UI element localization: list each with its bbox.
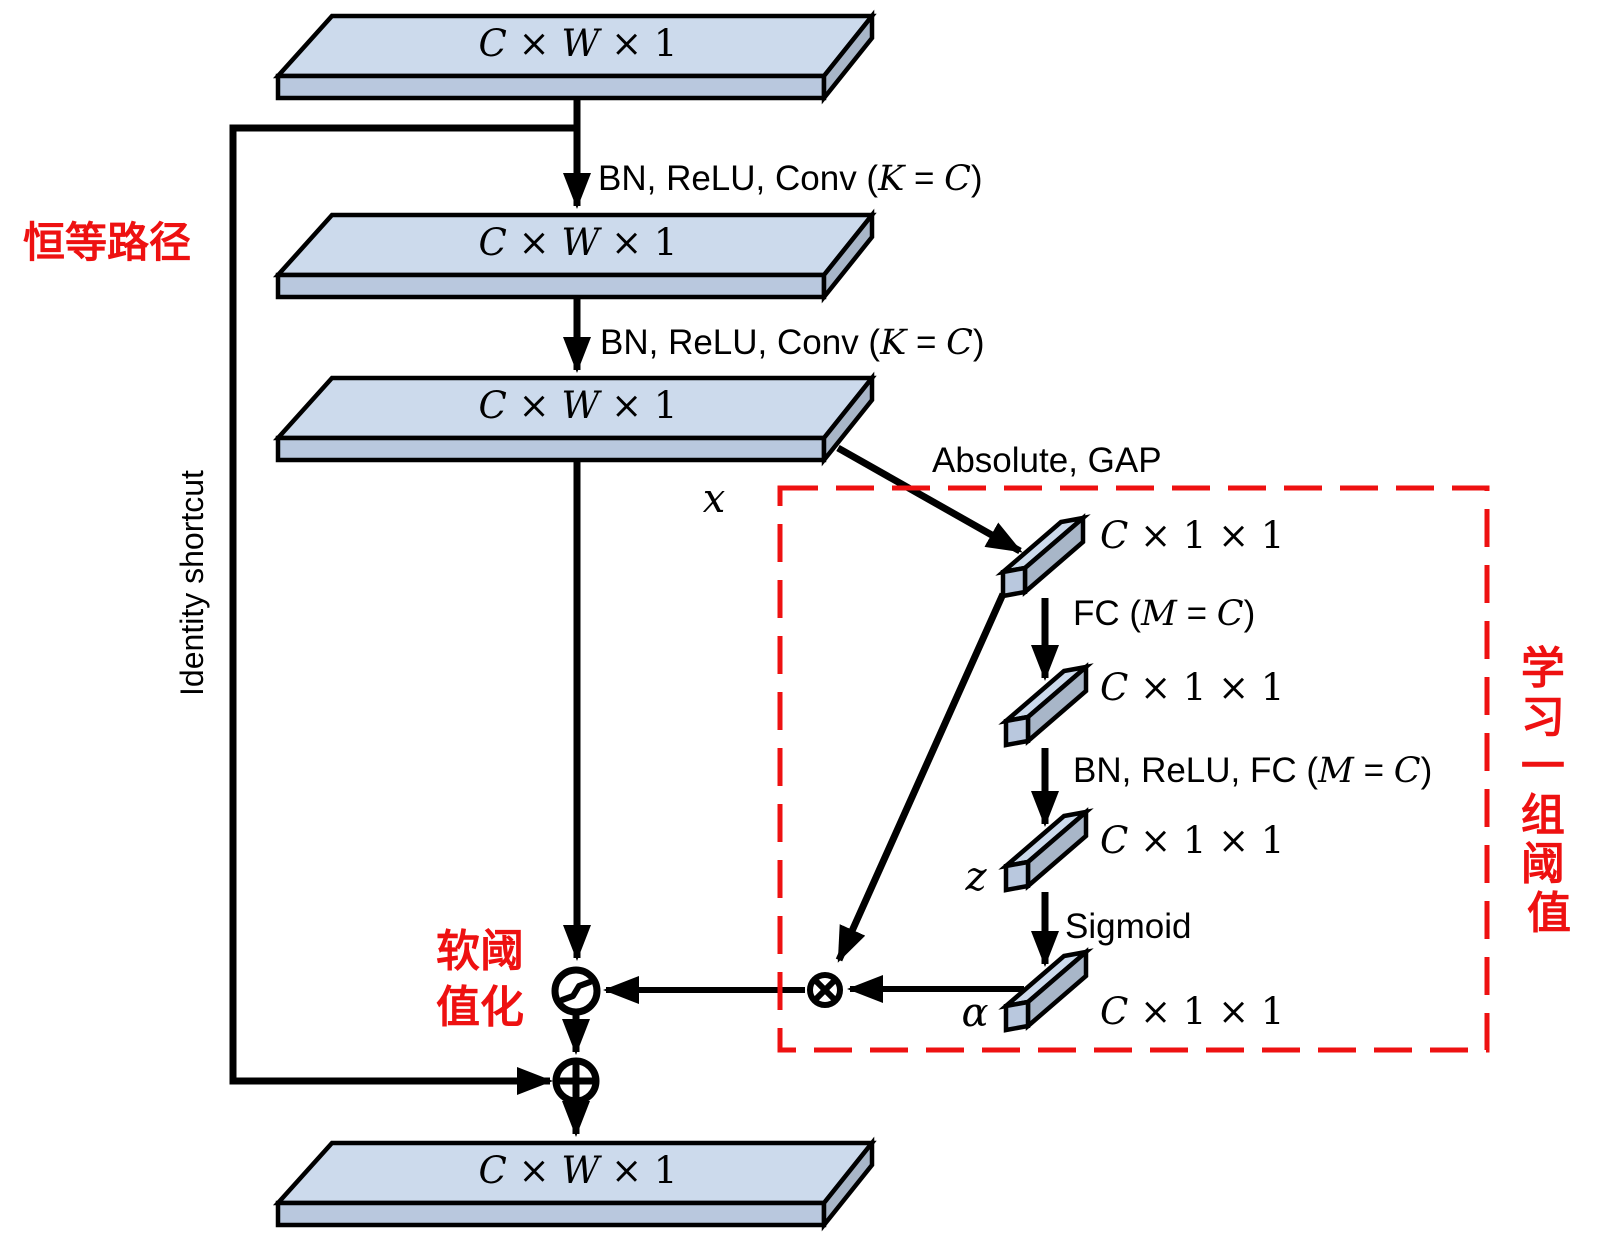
absolute-gap-label: Absolute, GAP [932, 441, 1162, 480]
identity-shortcut-path [229, 124, 577, 1095]
identity-shortcut-label: Identity shortcut [174, 470, 210, 696]
var-x-label: x [703, 476, 726, 522]
bar-dims-label-2: C × 1 × 1 [1100, 666, 1284, 709]
feature-map-slab-output: C × W × 1 [278, 1143, 872, 1225]
gap-feature-bar [1003, 518, 1083, 596]
learn-thresholds-dashed-box [777, 485, 1490, 1053]
bar-dims-label-1: C × 1 × 1 [1100, 514, 1284, 557]
fc-label: FC (M = C) [1073, 594, 1255, 634]
arrow-gap-feature-to-multiply [835, 592, 1007, 963]
identity-path-red-label: 恒等路径 [23, 219, 191, 266]
arrow-absolute-gap [836, 444, 1023, 555]
feature-map-slab-input: C × W × 1 [278, 16, 872, 98]
sigmoid-label: Sigmoid [1065, 907, 1191, 946]
var-alpha-label: α [961, 990, 988, 1036]
learn-thresholds-red-label: 学 习 一 组 阈 值 [1521, 644, 1577, 938]
bar-dims-label-3: C × 1 × 1 [1100, 819, 1284, 862]
slab-dims-label: C × W × 1 [479, 221, 678, 264]
conv2-label: BN, ReLU, Conv (K = C) [600, 323, 985, 363]
fc1-feature-bar [1006, 667, 1086, 745]
soft-threshold-red-label-line2: 值化 [436, 983, 524, 1032]
conv1-label: BN, ReLU, Conv (K = C) [598, 159, 983, 199]
bn-relu-fc-label: BN, ReLU, FC (M = C) [1073, 751, 1432, 791]
slab-dims-label: C × W × 1 [479, 1149, 678, 1192]
slab-dims-label: C × W × 1 [479, 22, 678, 65]
soft-threshold-icon [551, 966, 601, 1016]
feature-map-slab-after-conv1: C × W × 1 [278, 215, 872, 297]
multiply-icon [807, 972, 843, 1008]
var-z-label: z [964, 854, 987, 900]
soft-threshold-red-label-line1: 软阈 [436, 927, 524, 976]
slab-dims-label: C × W × 1 [479, 384, 678, 427]
bar-dims-label-4: C × 1 × 1 [1100, 990, 1284, 1033]
add-icon [552, 1057, 600, 1105]
feature-map-slab-x: C × W × 1 [278, 378, 872, 460]
